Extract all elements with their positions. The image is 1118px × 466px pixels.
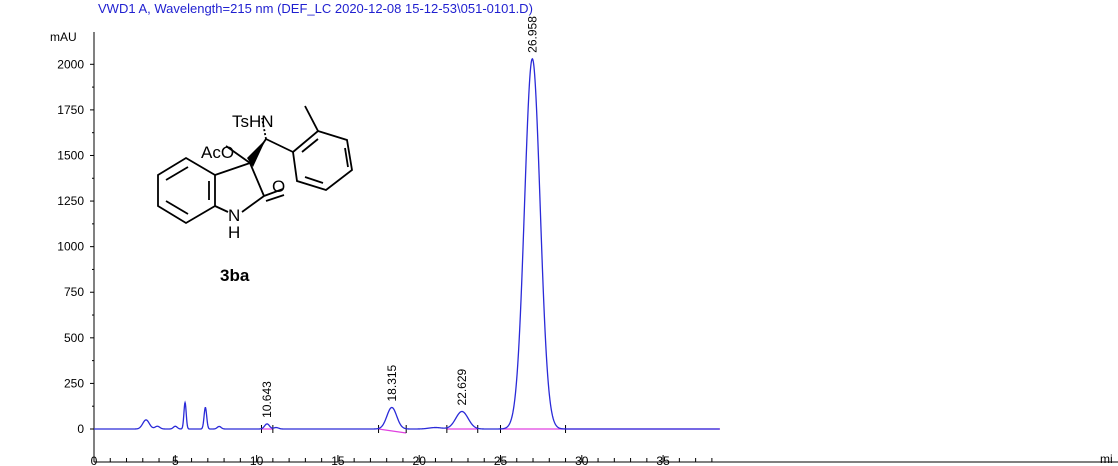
benzo-double-bond [165, 166, 189, 181]
x-tick-label: 35 [656, 454, 670, 466]
tolyl-ring [292, 129, 353, 191]
ring-bond [214, 205, 229, 213]
x-tick-label: 20 [413, 454, 427, 466]
ring-bond [241, 195, 265, 213]
y-tick-label: 750 [64, 285, 84, 299]
label-nitrogen: N [228, 206, 240, 225]
label-tshn: TsHN [232, 112, 274, 131]
x-tick-label: 15 [331, 454, 345, 466]
label-hydrogen: H [228, 223, 240, 242]
aco-bond [225, 145, 251, 164]
nh-bond [261, 117, 267, 140]
label-aco: AcO [201, 143, 234, 162]
y-tick-label: 1750 [57, 103, 84, 117]
wedge-bond [247, 139, 266, 167]
chart-header-title: VWD1 A, Wavelength=215 nm (DEF_LC 2020-1… [98, 1, 533, 16]
peak-label: 10.643 [260, 381, 274, 418]
integration-baseline [378, 428, 407, 434]
chromatogram-trace [94, 57, 720, 430]
peak-labels: 10.643 18.315 22.629 26.958 [260, 16, 539, 418]
x-tick-label: 0 [91, 454, 98, 466]
x-tick-label: 10 [250, 454, 264, 466]
ring-bond [214, 162, 251, 176]
y-tick-label: 1000 [57, 240, 84, 254]
tolyl-double-bond [344, 147, 349, 168]
x-axis-ticks: 0 5 10 15 20 25 30 35 [91, 454, 713, 466]
y-axis-ticks: 0 250 500 750 1000 1250 1500 1750 2000 [57, 57, 94, 436]
tolyl-double-bond [304, 176, 324, 184]
y-tick-label: 0 [77, 422, 84, 436]
aryl-bond [265, 138, 294, 153]
peak-label: 26.958 [525, 16, 539, 53]
compound-label: 3ba [220, 266, 250, 285]
y-tick-label: 500 [64, 331, 84, 345]
carbonyl-bond [263, 188, 284, 197]
x-tick-label: 30 [575, 454, 589, 466]
y-tick-label: 1250 [57, 194, 84, 208]
molecule-structure [157, 105, 353, 225]
y-axis-label: mAU [50, 30, 77, 44]
tolyl-double-bond [301, 138, 319, 153]
x-axis-unit-label: mi [1100, 452, 1113, 466]
methyl-bond [304, 105, 319, 132]
carbonyl-bond [265, 194, 285, 202]
label-carbonyl-o: O [272, 177, 285, 196]
ring-bond [249, 162, 265, 197]
y-tick-label: 250 [64, 376, 84, 390]
peak-label: 18.315 [385, 364, 399, 401]
y-tick-label: 1500 [57, 148, 84, 162]
x-tick-label: 5 [172, 454, 179, 466]
peak-label: 22.629 [455, 368, 469, 405]
y-tick-label: 2000 [57, 57, 84, 71]
x-tick-label: 25 [494, 454, 508, 466]
benzo-double-bond [165, 200, 189, 215]
